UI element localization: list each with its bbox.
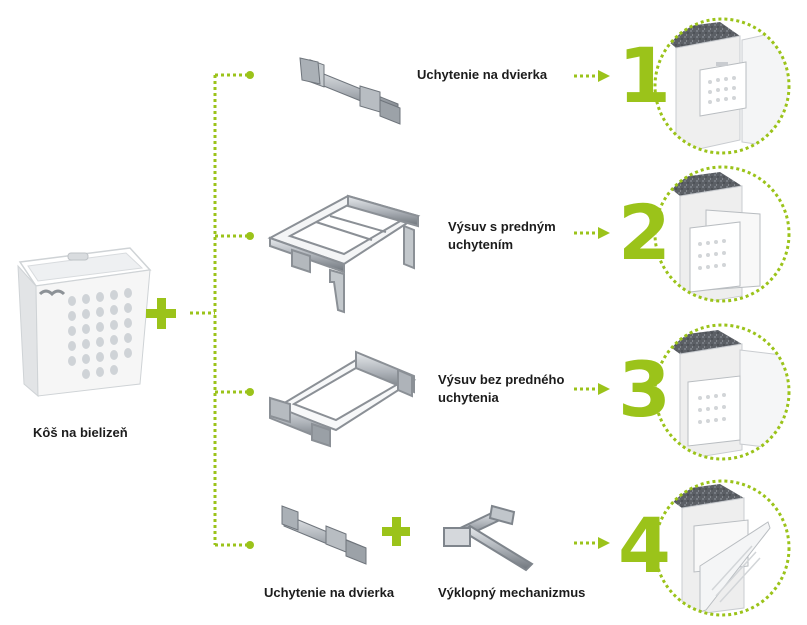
result-arrows — [574, 70, 610, 549]
option-number-3: 3 — [618, 345, 671, 434]
option-number-1: 1 — [618, 31, 671, 120]
option-2-label: Výsuv s predným uchytením — [448, 219, 556, 252]
connector-tree — [190, 73, 248, 547]
laundry-basket-image — [17, 247, 152, 398]
door-bracket-rail-image-4 — [281, 505, 367, 565]
option-1-label: Uchytenie na dvierka — [417, 67, 548, 82]
option-4-part2-label: Výklopný mechanizmus — [438, 585, 586, 600]
sliding-frame-front-image — [267, 194, 421, 314]
sliding-frame-image — [269, 350, 417, 448]
door-bracket-rail-image-1 — [299, 57, 401, 125]
result-4-illustration — [653, 479, 791, 617]
option-3-label: Výsuv bez predného uchytenia — [438, 372, 565, 405]
basket-label: Kôš na bielizeň — [33, 425, 128, 440]
plus-icon — [146, 298, 176, 329]
result-1-illustration — [653, 17, 791, 155]
result-3-illustration — [653, 323, 791, 461]
plus-icon-small — [382, 517, 410, 546]
option-4-part1-label: Uchytenie na dvierka — [264, 585, 395, 600]
option-number-2: 2 — [618, 188, 671, 277]
option-number-4: 4 — [618, 501, 671, 590]
lift-up-mechanism-image — [443, 504, 534, 572]
connector-endpoints — [246, 71, 254, 549]
result-2-illustration — [653, 165, 791, 303]
